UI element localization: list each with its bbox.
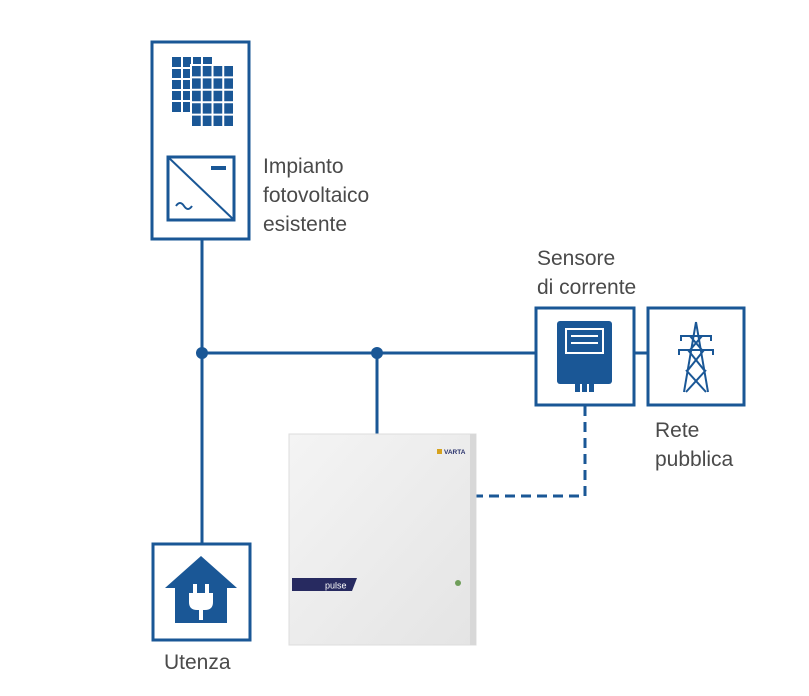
status-led xyxy=(455,580,461,586)
battery-brand-label: VARTA xyxy=(444,449,466,456)
pv-label-line-2: fotovoltaico xyxy=(263,184,370,207)
pv-label-line-3: esistente xyxy=(263,213,348,236)
pv-label-line-1: Impianto xyxy=(263,155,344,178)
load-label-text: Utenza xyxy=(164,651,231,674)
grid-label-line-1: Rete xyxy=(655,419,700,442)
battery-model-label: pulse xyxy=(325,581,347,591)
sensor-label-line-1: Sensore xyxy=(537,247,616,270)
sensor-data-line xyxy=(476,406,587,498)
wiring xyxy=(200,240,648,544)
sensor-label-line-2: di corrente xyxy=(537,276,637,299)
bus-junction-right xyxy=(371,347,383,359)
varta-logo-mark xyxy=(437,449,442,454)
power-pylon-icon xyxy=(678,321,714,393)
battery-stripe xyxy=(292,578,357,591)
pv-label: Impianto fotovoltaico esistente xyxy=(263,152,369,239)
sensor-label: Sensore di corrente xyxy=(537,244,636,302)
house-plug-icon xyxy=(165,556,237,623)
battery-cabinet: pulse VARTA xyxy=(288,433,477,646)
bus-junction-left xyxy=(196,347,208,359)
grid-label-line-2: pubblica xyxy=(655,448,734,471)
grid-label: Rete pubblica xyxy=(655,416,733,474)
load-label: Utenza xyxy=(164,648,231,677)
current-sensor-icon xyxy=(557,321,612,392)
inverter-icon xyxy=(166,155,236,222)
solar-panel-icon xyxy=(172,57,235,128)
